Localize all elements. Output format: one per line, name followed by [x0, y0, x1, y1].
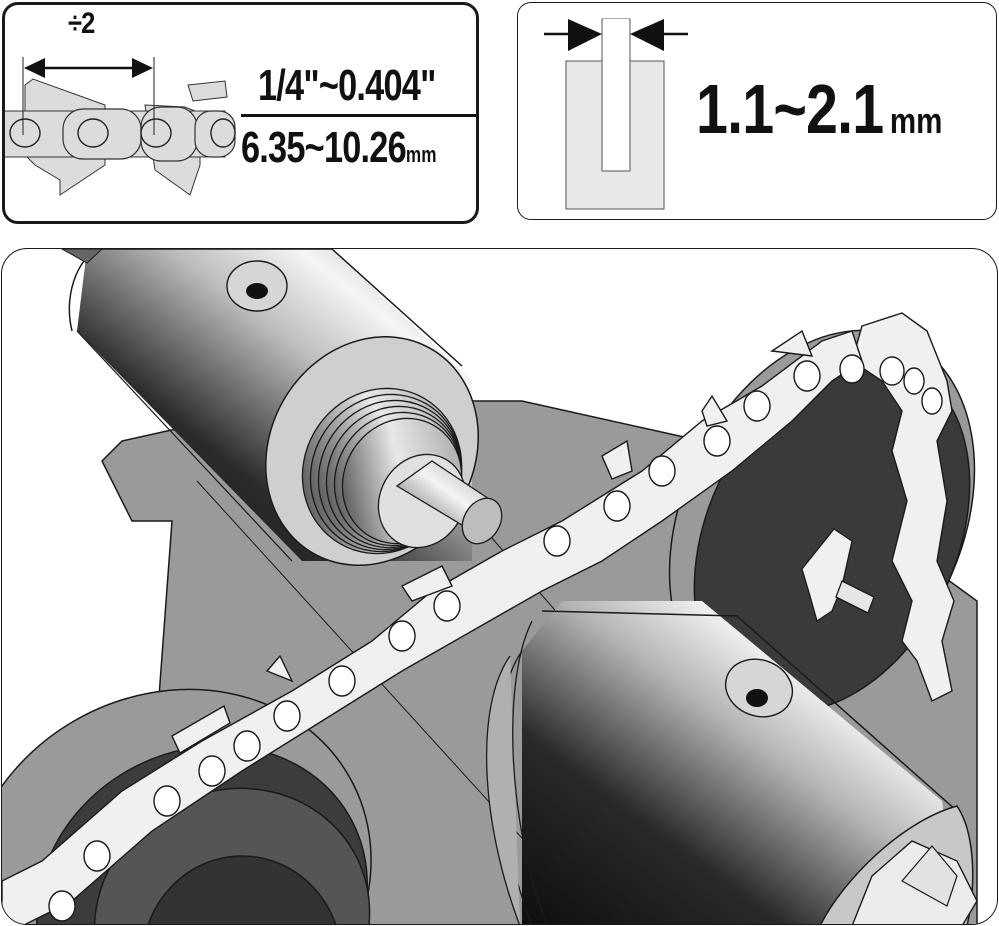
pitch-mm-unit: mm [405, 142, 437, 167]
gauge-unit: mm [889, 100, 943, 141]
fraction-divider [241, 114, 477, 117]
pitch-divide-label: ÷2 [68, 7, 95, 40]
pitch-mm-range: 6.35~10.26mm [241, 123, 436, 173]
chain-pitch-icon [5, 57, 236, 196]
saw-chain [2, 329, 943, 924]
pitch-mm-value: 6.35~10.26 [241, 123, 407, 172]
sharpener-illustration-panel [1, 248, 998, 925]
chain-sharpener-illustration [2, 249, 978, 924]
gauge-value: 1.1~2.1 [696, 70, 884, 148]
drive-link-gauge-icon [544, 18, 688, 210]
pitch-inch-range: 1/4"~0.404" [258, 61, 436, 110]
chain-pitch-panel: ÷2 1/4"~0.404" 6.35~10.26mm [2, 2, 479, 224]
